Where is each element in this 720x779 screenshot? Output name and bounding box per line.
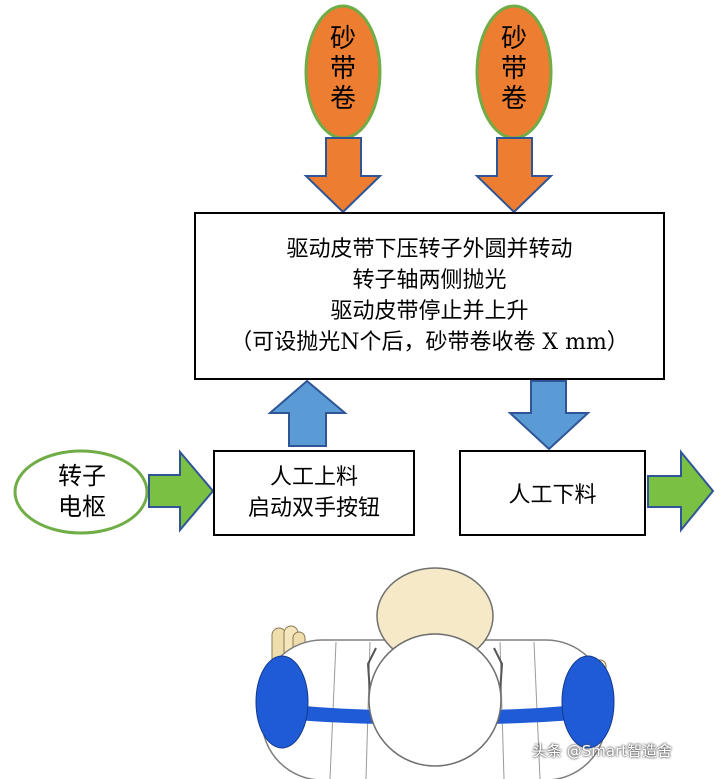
sandpaper-roll-left-char-1: 砂 [329,24,356,54]
sandpaper-roll-left-char-3: 卷 [329,84,356,114]
sandpaper-roll-left-char-2: 带 [329,54,356,84]
manual-unloading-box: 人工下料 [459,450,646,536]
loading-line-2: 启动双手按钮 [247,496,380,521]
polishing-process-box: 驱动皮带下压转子外圆并转动 转子轴两侧抛光 驱动皮带停止并上升 （可设抛光N个后… [194,212,665,380]
armature-line-2: 电枢 [58,493,106,521]
arrow-down-unload [507,380,591,451]
sandpaper-roll-right-char-2: 带 [500,54,527,84]
operator-shoulder-left [255,655,309,749]
arrow-down-right [474,137,554,214]
arrow-up-load [267,379,348,447]
armature-line-1: 转子 [58,462,106,490]
arrow-right-output [647,449,715,533]
arrow-right-input [148,449,215,533]
watermark: 头条 @Smart智造舍 [532,742,673,760]
process-line-2: 转子轴两侧抛光 [352,268,507,293]
process-line-4: （可设抛光N个后，砂带卷收卷 X mm） [230,330,629,355]
sandpaper-roll-right-label: 砂 带 卷 [491,24,537,114]
armature-input-label: 转子 电枢 [22,461,142,523]
sandpaper-roll-left-label: 砂 带 卷 [320,24,366,114]
operator-shoulder-right [561,655,615,749]
process-line-1: 驱动皮带下压转子外圆并转动 [286,237,573,262]
manual-loading-box: 人工上料 启动双手按钮 [213,450,415,536]
operator-figure [255,567,615,779]
sandpaper-roll-right-char-3: 卷 [500,84,527,114]
armature-input-ellipse [13,449,149,535]
unloading-label: 人工下料 [508,483,597,508]
arrow-down-left [303,137,383,214]
process-line-3: 驱动皮带停止并上升 [330,299,529,324]
sandpaper-roll-right-char-1: 砂 [500,24,527,54]
loading-line-1: 人工上料 [269,465,358,490]
operator-head [368,633,502,767]
